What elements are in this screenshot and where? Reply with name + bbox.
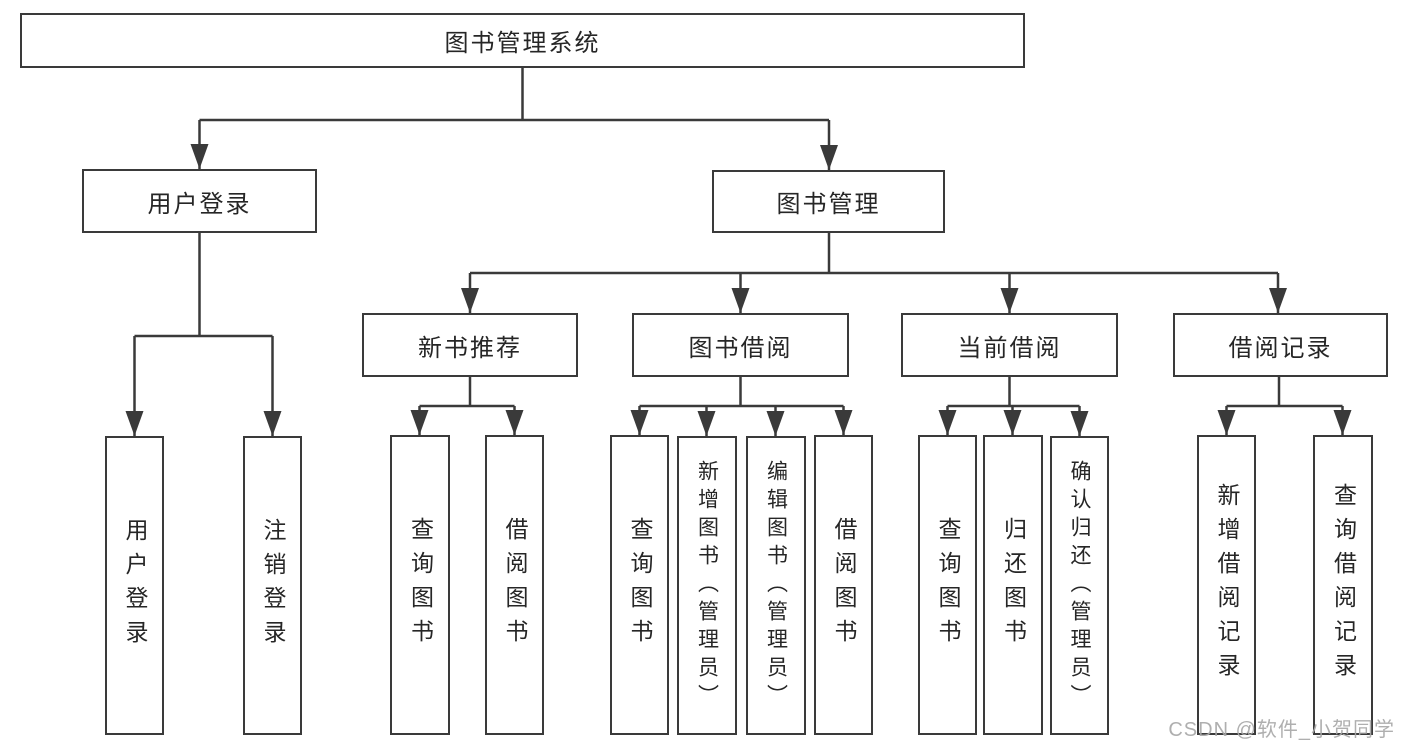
node-book-management: 图书管理 xyxy=(712,170,945,233)
leaf-borrow-edit-books-admin: 编辑图书（管理员） xyxy=(746,436,806,735)
node-user-login: 用户登录 xyxy=(82,169,317,233)
leaf-current-confirm-return-admin: 确认归还（管理员） xyxy=(1050,436,1109,735)
leaf-records-query-record: 查询借阅记录 xyxy=(1313,435,1373,735)
leaf-current-query-books: 查询图书 xyxy=(918,435,977,735)
leaf-records-add-record: 新增借阅记录 xyxy=(1197,435,1256,735)
connector-skeleton xyxy=(134,68,1343,408)
node-new-book-recommend: 新书推荐 xyxy=(362,313,578,377)
node-book-borrow: 图书借阅 xyxy=(632,313,849,377)
leaf-borrow-query-books: 查询图书 xyxy=(610,435,669,735)
node-current-borrow: 当前借阅 xyxy=(901,313,1118,377)
leaf-borrow-borrow-books: 借阅图书 xyxy=(814,435,873,735)
leaf-logout: 注销登录 xyxy=(243,436,302,735)
leaf-user-login: 用户登录 xyxy=(105,436,164,735)
leaf-current-return-books: 归还图书 xyxy=(983,435,1043,735)
leaf-recommend-query-books: 查询图书 xyxy=(390,435,450,735)
arrowheads xyxy=(125,120,1352,436)
leaf-recommend-borrow-books: 借阅图书 xyxy=(485,435,544,735)
node-library-system: 图书管理系统 xyxy=(20,13,1025,68)
node-borrow-records: 借阅记录 xyxy=(1173,313,1388,377)
csdn-watermark: CSDN @软件_小贺同学 xyxy=(1168,719,1395,741)
leaf-borrow-add-books-admin: 新增图书（管理员） xyxy=(677,436,737,735)
